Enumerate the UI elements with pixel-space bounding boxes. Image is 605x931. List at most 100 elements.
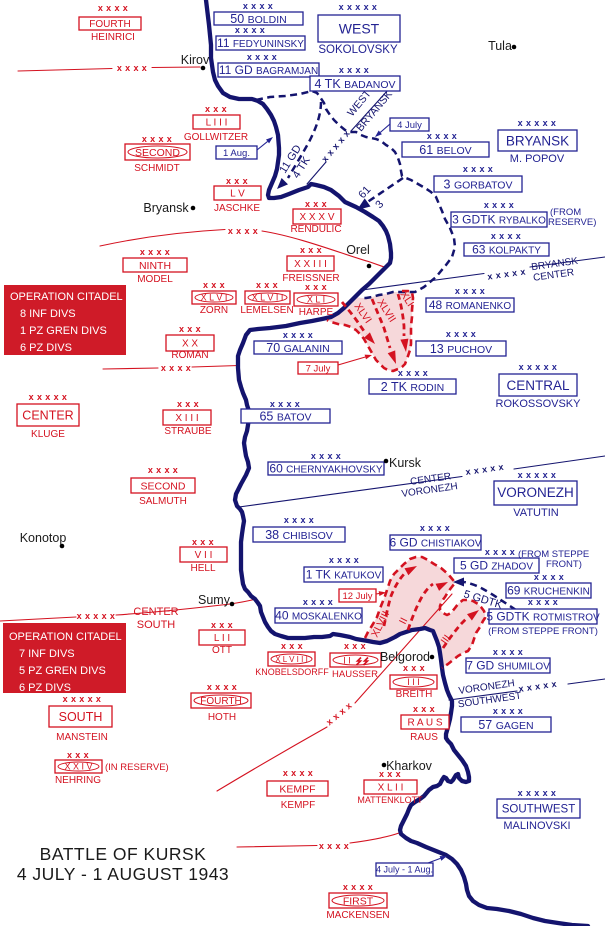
svg-text:x x x: x x x	[256, 280, 278, 290]
svg-text:x x x x: x x x x	[427, 131, 457, 141]
svg-text:x x x x: x x x x	[528, 597, 558, 607]
svg-text:X X I V: X X I V	[64, 762, 92, 772]
svg-text:KLUGE: KLUGE	[31, 429, 65, 440]
svg-text:x x x x: x x x x	[161, 363, 191, 373]
svg-text:(FROM STEPPE FRONT): (FROM STEPPE FRONT)	[488, 626, 598, 637]
svg-text:x x x x: x x x x	[283, 768, 313, 778]
svg-text:X X: X X	[182, 339, 198, 350]
svg-text:65 BATOV: 65 BATOV	[259, 409, 311, 423]
svg-text:3 GORBATOV: 3 GORBATOV	[444, 177, 513, 191]
svg-text:MANSTEIN: MANSTEIN	[56, 732, 108, 743]
svg-text:Kirov: Kirov	[181, 53, 210, 67]
svg-text:x x x: x x x	[403, 663, 425, 673]
svg-text:M. POPOV: M. POPOV	[510, 153, 565, 165]
svg-text:x x x x: x x x x	[493, 647, 523, 657]
svg-text:OPERATION CITADEL: OPERATION CITADEL	[9, 631, 122, 643]
svg-text:x x x x: x x x x	[303, 597, 333, 607]
svg-text:x x x x x: x x x x x	[339, 2, 378, 12]
svg-text:BRYANSK: BRYANSK	[506, 133, 569, 148]
svg-text:SOUTH: SOUTH	[59, 710, 103, 724]
svg-text:x x x: x x x	[177, 399, 199, 409]
svg-text:L I I: L I I	[214, 633, 230, 644]
svg-text:61 BELOV: 61 BELOV	[419, 143, 471, 157]
svg-text:HOTH: HOTH	[208, 712, 236, 723]
svg-text:x x x x: x x x x	[420, 523, 450, 533]
svg-text:50 BOLDIN: 50 BOLDIN	[230, 12, 286, 26]
svg-text:L I I I: L I I I	[206, 118, 228, 129]
svg-text:Tula: Tula	[488, 39, 512, 53]
svg-text:x x x x: x x x x	[243, 1, 273, 11]
svg-text:6 PZ DIVS: 6 PZ DIVS	[19, 682, 71, 694]
svg-text:4 JULY - 1 AUGUST 1943: 4 JULY - 1 AUGUST 1943	[17, 864, 229, 884]
svg-text:70 GALANIN: 70 GALANIN	[266, 341, 330, 355]
svg-text:HAUSSER: HAUSSER	[332, 669, 378, 680]
svg-text:7 GD SHUMILOV: 7 GD SHUMILOV	[466, 659, 550, 673]
svg-text:NINTH: NINTH	[139, 260, 171, 272]
svg-text:x x x x: x x x x	[463, 164, 493, 174]
svg-text:x x x: x x x	[305, 199, 327, 209]
svg-text:VORONEZH: VORONEZH	[497, 485, 574, 500]
svg-text:RESERVE): RESERVE)	[548, 217, 596, 228]
svg-text:6 GD CHISTIAKOV: 6 GD CHISTIAKOV	[390, 536, 482, 550]
svg-text:II: II	[397, 616, 410, 627]
svg-text:x x x: x x x	[379, 769, 401, 779]
svg-text:3 GDTK RYBALKO: 3 GDTK RYBALKO	[452, 213, 546, 227]
svg-text:R A U S: R A U S	[407, 718, 442, 729]
svg-text:ROKOSSOVSKY: ROKOSSOVSKY	[496, 398, 582, 410]
svg-text:FRONT): FRONT)	[546, 559, 582, 570]
svg-text:4 TK BADANOV: 4 TK BADANOV	[314, 77, 395, 91]
svg-text:x x x x: x x x x	[207, 682, 237, 692]
svg-text:ROMAN: ROMAN	[171, 350, 208, 361]
svg-text:CENTER: CENTER	[22, 409, 73, 423]
svg-text:13 PUCHOV: 13 PUCHOV	[430, 342, 492, 356]
svg-text:x x x x: x x x x	[148, 465, 178, 475]
svg-text:7 July: 7 July	[306, 364, 331, 375]
svg-text:HEINRICI: HEINRICI	[91, 32, 135, 43]
svg-text:X L I I: X L I I	[378, 783, 404, 794]
svg-text:Konotop: Konotop	[20, 531, 67, 545]
svg-text:x x x: x x x	[344, 641, 366, 651]
svg-text:RAUS: RAUS	[410, 732, 438, 743]
svg-text:X L V I I I: X L V I I I	[275, 655, 308, 664]
svg-text:x x x x x: x x x x x	[518, 118, 557, 128]
svg-text:LEMELSEN: LEMELSEN	[240, 305, 293, 316]
svg-text:2 TK RODIN: 2 TK RODIN	[381, 380, 445, 394]
svg-text:X X I I I: X X I I I	[294, 259, 327, 270]
svg-text:(FROM STEPPE: (FROM STEPPE	[518, 549, 589, 560]
svg-text:JASCHKE: JASCHKE	[214, 203, 260, 214]
svg-text:x x x x: x x x x	[329, 555, 359, 565]
svg-text:I I: I I	[343, 656, 351, 666]
svg-text:x x x: x x x	[300, 245, 322, 255]
svg-text:x x x: x x x	[67, 750, 89, 760]
svg-text:V I I: V I I	[195, 550, 213, 561]
svg-text:(FROM: (FROM	[550, 207, 581, 218]
svg-text:X L V I: X L V I	[201, 293, 228, 303]
svg-text:x x x x: x x x x	[270, 399, 300, 409]
svg-text:FOURTH: FOURTH	[89, 19, 130, 30]
svg-text:FOURTH: FOURTH	[200, 696, 241, 707]
svg-text:KEMPF: KEMPF	[279, 783, 315, 795]
svg-text:X L V I I: X L V I I	[252, 293, 284, 303]
svg-text:CENTRAL: CENTRAL	[506, 378, 570, 393]
svg-text:x x x x x: x x x x x	[29, 392, 68, 402]
svg-text:x x x: x x x	[205, 104, 227, 114]
svg-text:ZORN: ZORN	[200, 305, 228, 316]
svg-text:1 Aug.: 1 Aug.	[223, 148, 250, 159]
svg-text:SECOND: SECOND	[141, 480, 186, 492]
svg-text:(IN RESERVE): (IN RESERVE)	[105, 762, 169, 773]
svg-text:MACKENSEN: MACKENSEN	[326, 910, 389, 921]
svg-text:38 CHIBISOV: 38 CHIBISOV	[265, 528, 333, 542]
svg-text:SCHMIDT: SCHMIDT	[134, 163, 180, 174]
svg-text:11 GD BAGRAMJAN: 11 GD BAGRAMJAN	[219, 63, 318, 77]
svg-text:x x x x: x x x x	[283, 330, 313, 340]
svg-text:6 PZ DIVS: 6 PZ DIVS	[20, 342, 72, 354]
svg-text:x x x: x x x	[226, 176, 248, 186]
svg-text:VATUTIN: VATUTIN	[513, 507, 558, 519]
svg-text:4 July - 1 Aug.: 4 July - 1 Aug.	[376, 865, 433, 875]
svg-text:x x x x: x x x x	[485, 547, 515, 557]
svg-text:x x x x: x x x x	[140, 247, 170, 257]
svg-text:SOKOLOVSKY: SOKOLOVSKY	[318, 44, 398, 56]
svg-text:X X X V: X X X V	[299, 212, 334, 223]
svg-text:MATTENKLOTT: MATTENKLOTT	[357, 795, 423, 805]
svg-text:CENTER: CENTER	[133, 606, 178, 618]
